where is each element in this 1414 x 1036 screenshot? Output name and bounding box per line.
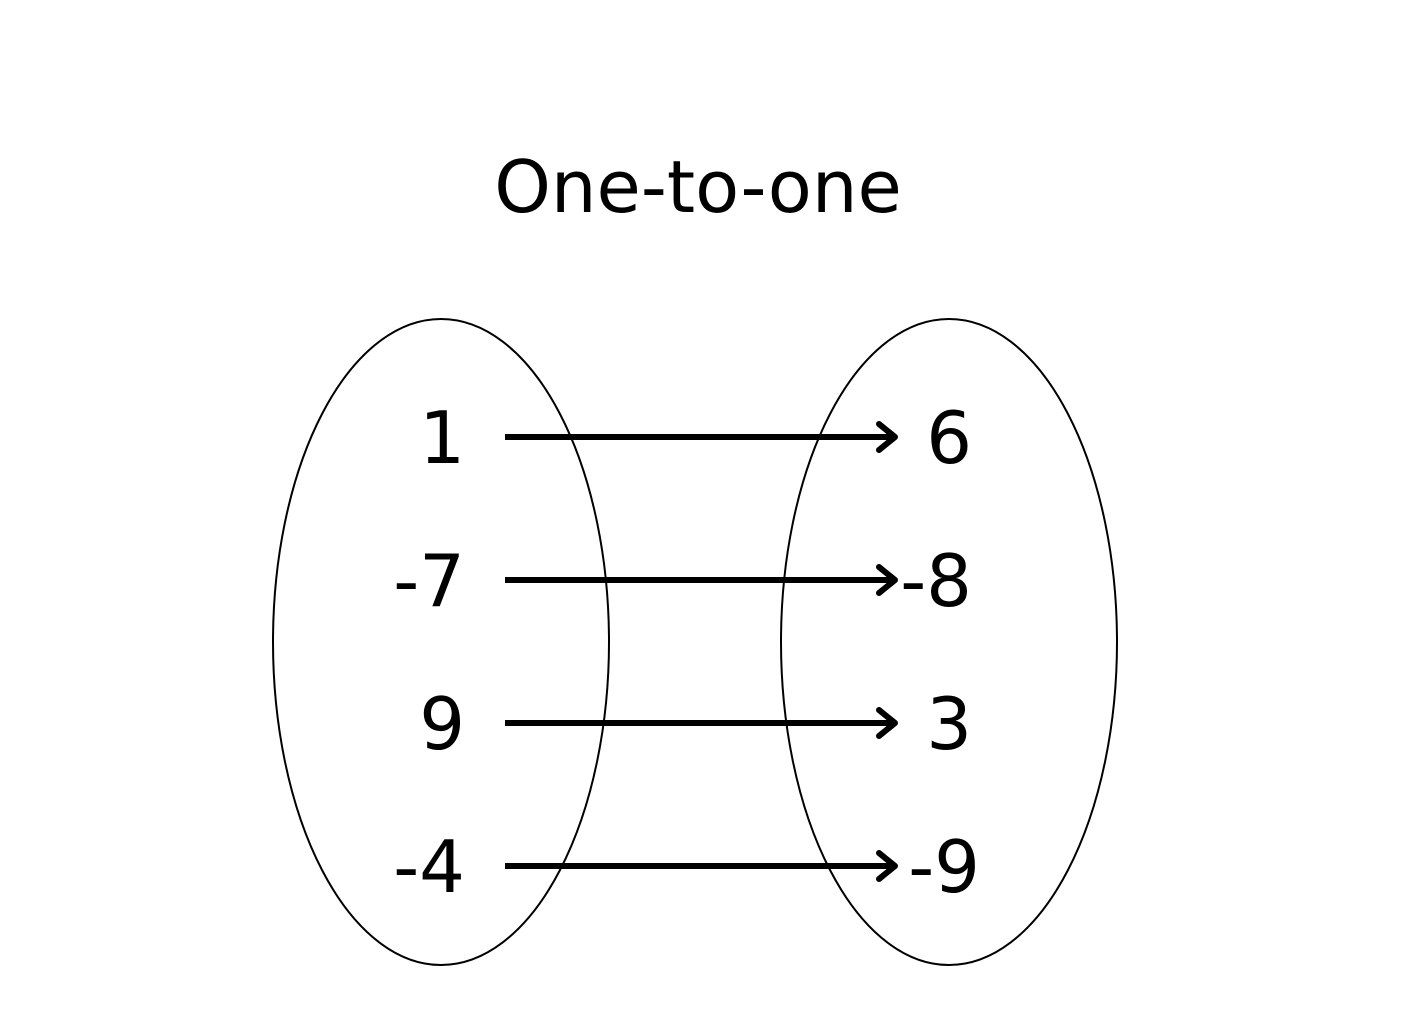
domain-value: 9	[419, 682, 465, 766]
mapping-arrows	[505, 421, 898, 882]
mapping-arrow	[505, 564, 898, 596]
mapping-arrow	[505, 850, 898, 882]
codomain-value: 3	[926, 682, 972, 766]
domain-oval	[272, 318, 610, 966]
diagram-title: One-to-one	[494, 145, 902, 229]
codomain-oval	[780, 318, 1118, 966]
codomain-values: 6 -8 3 -9	[900, 396, 980, 909]
codomain-value: 6	[926, 396, 972, 480]
domain-value: -4	[393, 825, 465, 909]
codomain-value: -9	[908, 825, 980, 909]
domain-value: -7	[393, 539, 465, 623]
codomain-value: -8	[900, 539, 972, 623]
mapping-arrow	[505, 707, 898, 739]
domain-values: 1 -7 9 -4	[393, 396, 465, 909]
domain-value: 1	[419, 396, 465, 480]
mapping-arrow	[505, 421, 898, 453]
